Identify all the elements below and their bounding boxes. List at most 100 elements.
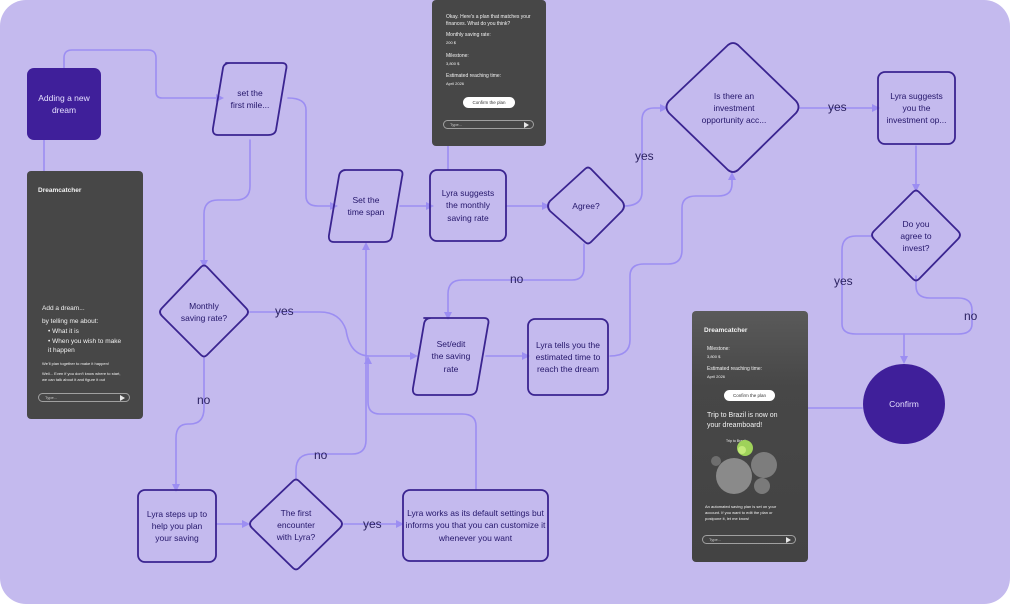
node-monthly-saving-rate[interactable]: Monthly saving rate? bbox=[160, 266, 248, 358]
bullet-what-text: What it is bbox=[52, 328, 79, 335]
arrow-into-investment bbox=[660, 104, 668, 112]
arrow-into-agree bbox=[542, 202, 550, 210]
app-title: Dreamcatcher bbox=[38, 187, 82, 194]
connector-agree-to-investment bbox=[623, 107, 667, 207]
node-set-edit-rate[interactable]: Set/edit the saving rate bbox=[414, 318, 488, 395]
node-set-first-mile[interactable]: set the first mile... bbox=[214, 63, 286, 135]
chat-message: Okay. Here's a plan that matches your fi… bbox=[446, 14, 531, 28]
node-agree-invest[interactable]: Do you agree to invest? bbox=[872, 191, 960, 281]
connector-dream-to-milestone bbox=[63, 49, 217, 99]
node-lyra-tells-time[interactable]: Lyra tells you the estimated time to rea… bbox=[528, 319, 608, 395]
chat-input[interactable]: Type... bbox=[443, 120, 534, 129]
connector-invest-yes bbox=[841, 235, 905, 335]
node-lyra-steps-up[interactable]: Lyra steps up to help you plan your savi… bbox=[138, 490, 216, 562]
shape-set-edit-rate bbox=[411, 317, 490, 396]
node-set-time-span[interactable]: Set the time span bbox=[330, 170, 402, 242]
shape-set-time-span bbox=[327, 169, 404, 243]
dreamboard-input[interactable]: Type... bbox=[702, 535, 796, 544]
arrow-into-default bbox=[396, 520, 404, 528]
connector-monthly-to-setedit bbox=[249, 311, 415, 357]
node-set-edit-rate-text: Set/edit the saving rate bbox=[431, 339, 471, 374]
connector-milestone-to-monthly bbox=[203, 139, 251, 263]
node-investment-opportunity-text: Is there an investment opportunity acc..… bbox=[701, 90, 767, 126]
dream-input[interactable]: Type... bbox=[38, 393, 130, 402]
chat-input-placeholder: Type... bbox=[450, 122, 463, 127]
node-lyra-default-text: Lyra works as its default settings but i… bbox=[405, 508, 546, 543]
milestone-label: Milestone: bbox=[707, 346, 730, 352]
node-adding-dream-text: Adding a new dream bbox=[38, 92, 90, 115]
connector-monthly-no bbox=[175, 357, 205, 487]
rate-value: 200 $ bbox=[446, 40, 457, 45]
connector-default-loop bbox=[367, 359, 477, 491]
rate-label: Monthly saving rate: bbox=[446, 32, 491, 38]
shape-lyra-suggests-investment bbox=[877, 71, 956, 145]
shape-investment bbox=[665, 42, 800, 173]
node-set-first-mile-text: set the first mile... bbox=[230, 87, 270, 110]
node-adding-dream[interactable]: Adding a new dream bbox=[27, 68, 101, 140]
arrow-into-time-loop bbox=[364, 356, 372, 364]
send-icon[interactable] bbox=[524, 122, 529, 128]
edge-label-yes-first: yes bbox=[363, 517, 382, 531]
shape-monthly-saving-rate bbox=[159, 264, 249, 358]
shape-set-first-mile bbox=[211, 62, 288, 136]
bullet-when: • When you wish to make it happen bbox=[48, 338, 122, 355]
node-agree[interactable]: Agree? bbox=[548, 168, 624, 244]
node-lyra-default[interactable]: Lyra works as its default settings but i… bbox=[403, 490, 548, 561]
connector-invest-no bbox=[903, 275, 973, 335]
arrow-into-confirm-join bbox=[900, 356, 908, 364]
arrow-into-monthly bbox=[200, 260, 208, 268]
arrow-into-suggest-inv bbox=[872, 104, 880, 112]
time-value: April 2026 bbox=[446, 81, 465, 86]
edge-label-yes-invest: yes bbox=[834, 274, 853, 288]
edge-label-yes-monthly: yes bbox=[275, 304, 294, 318]
node-confirm-text: Confirm bbox=[889, 398, 919, 409]
milestone-label: Milestone: bbox=[446, 53, 469, 59]
add-dream-intro: by telling me about: bbox=[42, 318, 99, 325]
dream-input-placeholder: Type... bbox=[45, 395, 58, 400]
shape-agree bbox=[547, 166, 625, 245]
time-label: Estimated reaching time: bbox=[707, 366, 763, 372]
node-lyra-tells-time-text: Lyra tells you the estimated time to rea… bbox=[535, 339, 601, 375]
connector-agree-no bbox=[447, 243, 585, 315]
edge-label-yes-investment: yes bbox=[828, 100, 847, 114]
plan-note: We'll plan together to make it happen! bbox=[42, 361, 109, 366]
edge-label-no-agree: no bbox=[510, 272, 524, 286]
phone-dreamboard: Dreamcatcher Milestone: 3,800 $ Estimate… bbox=[692, 311, 808, 562]
node-set-time-span-text: Set the time span bbox=[347, 194, 385, 217]
time-label: Estimated reaching time: bbox=[446, 73, 502, 79]
edge-label-no-monthly: no bbox=[197, 393, 211, 407]
node-investment-opportunity[interactable]: Is there an investment opportunity acc..… bbox=[668, 44, 800, 172]
node-first-encounter[interactable]: The first encounter with Lyra? bbox=[250, 480, 342, 570]
confirm-plan-button[interactable]: Confirm the plan bbox=[724, 390, 775, 401]
arrow-into-encounter bbox=[242, 520, 250, 528]
node-first-encounter-text: The first encounter with Lyra? bbox=[276, 507, 316, 543]
node-agree-text: Agree? bbox=[572, 200, 600, 211]
connector-milestone-to-timespan bbox=[287, 97, 333, 207]
bullet-what: • What it is bbox=[48, 328, 79, 335]
help-note: Well... Even if you don't know where to … bbox=[42, 371, 121, 382]
node-monthly-saving-rate-text: Monthly saving rate? bbox=[180, 300, 228, 323]
confirm-plan-button[interactable]: Confirm the plan bbox=[463, 97, 515, 108]
node-lyra-suggests-investment[interactable]: Lyra suggests you the investment op... bbox=[878, 72, 955, 144]
connector-encounter-no bbox=[295, 247, 367, 479]
node-lyra-suggests-rate[interactable]: Lyra suggests the monthly saving rate bbox=[430, 170, 506, 241]
send-icon[interactable] bbox=[120, 395, 125, 401]
arrow-into-investment-bottom bbox=[728, 172, 736, 180]
bullet-when-text: When you wish to make it happen bbox=[48, 338, 122, 355]
node-agree-invest-text: Do you agree to invest? bbox=[900, 218, 932, 254]
arrow-into-steps bbox=[172, 484, 180, 492]
milestone-value: 3,800 $ bbox=[446, 61, 460, 66]
shape-lyra-steps-up bbox=[137, 489, 217, 563]
arrow-into-invest bbox=[912, 184, 920, 192]
time-value: April 2026 bbox=[707, 374, 726, 379]
send-icon[interactable] bbox=[786, 537, 791, 543]
shape-agree-invest bbox=[871, 189, 961, 282]
arrow-into-timespan-bottom bbox=[362, 242, 370, 250]
connector-tells-to-investment bbox=[609, 175, 733, 357]
shape-confirm bbox=[863, 364, 945, 444]
shape-adding-dream bbox=[27, 68, 101, 140]
milestone-value: 3,800 $ bbox=[707, 354, 721, 359]
node-confirm[interactable]: Confirm bbox=[863, 364, 945, 444]
